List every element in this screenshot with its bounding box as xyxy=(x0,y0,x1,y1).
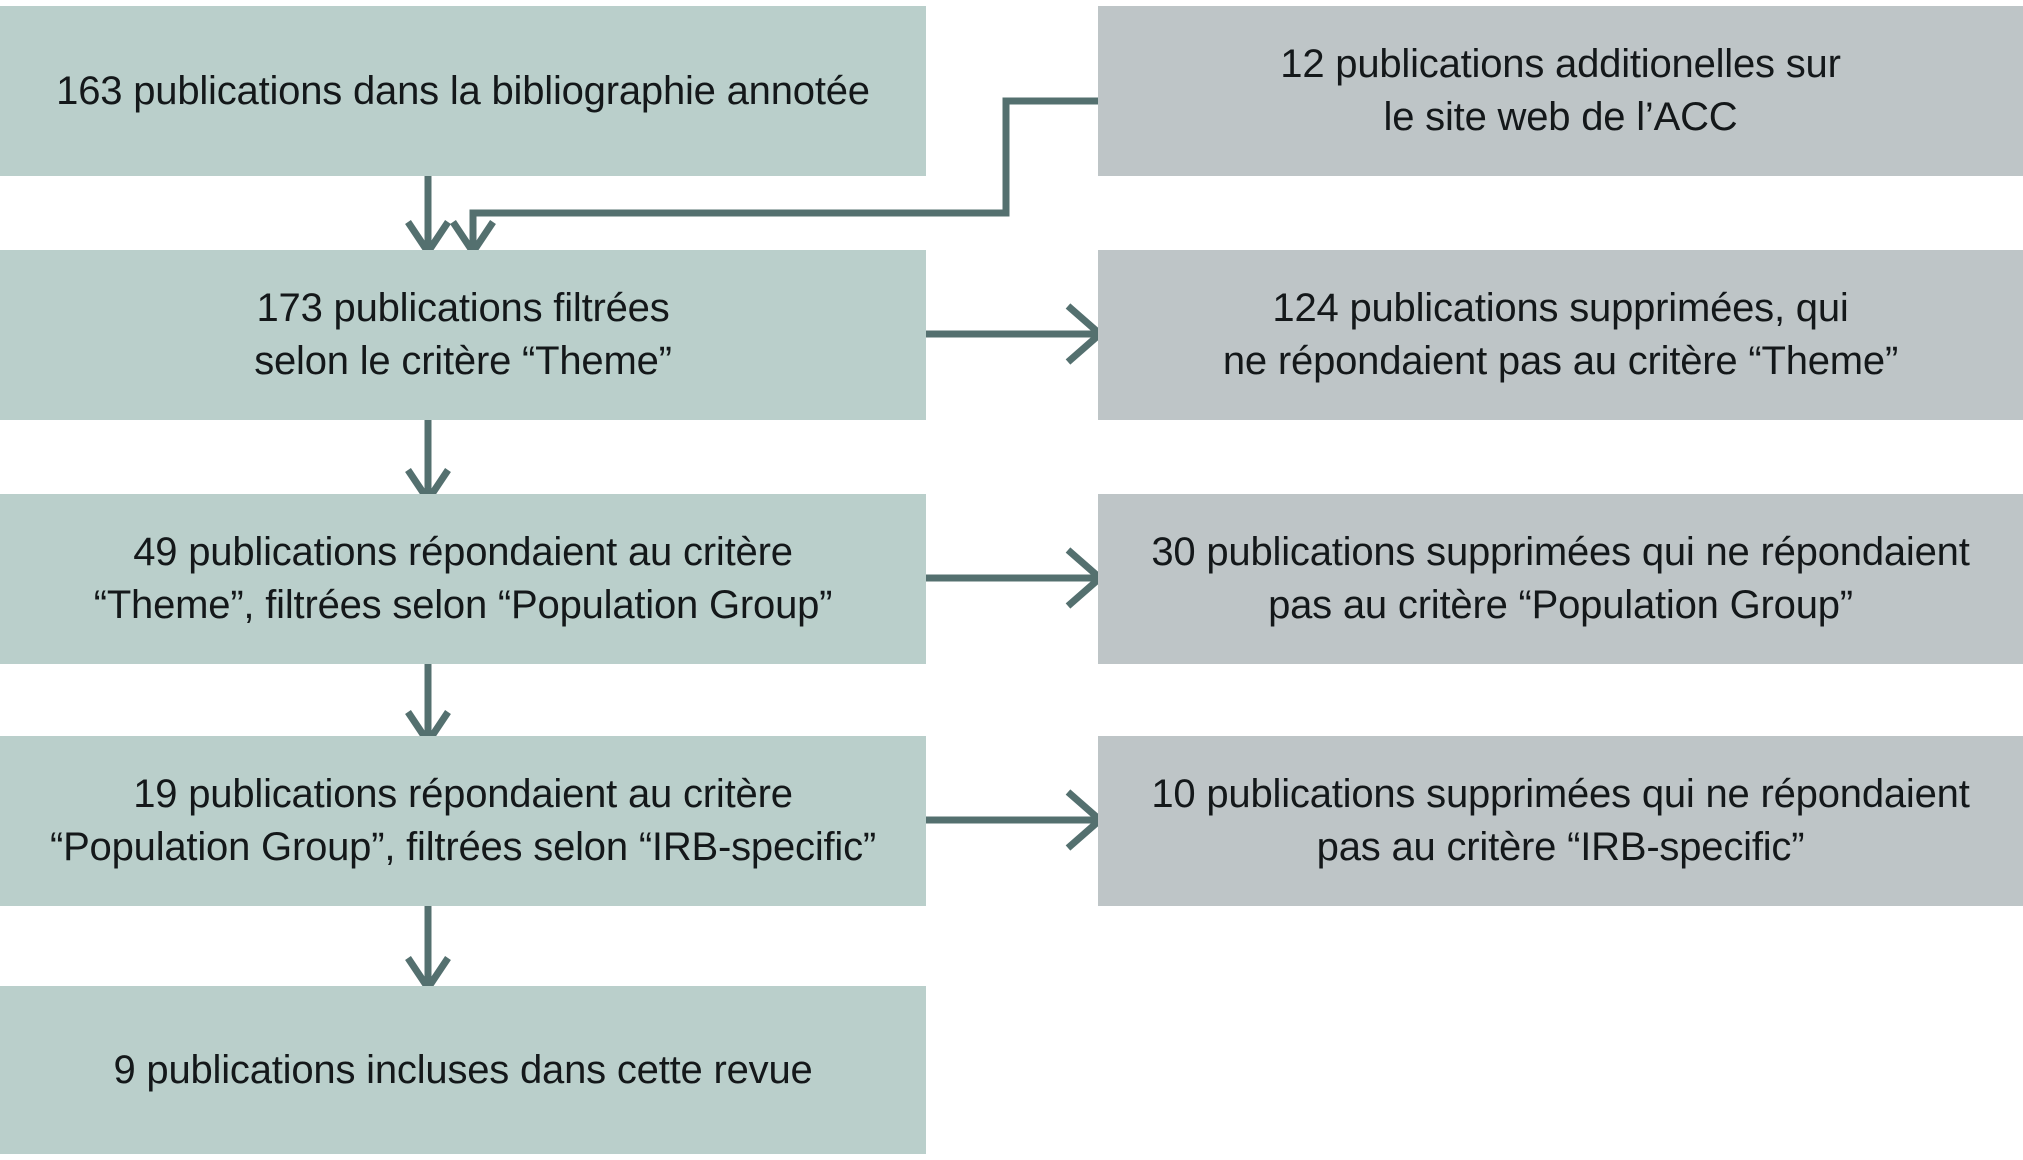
node-met-theme-text: 49 publications répondaient au critère “… xyxy=(18,526,908,632)
node-acc-website-line2: le site web de l’ACC xyxy=(1383,95,1738,139)
node-excluded-population-group-text: 30 publications supprimées qui ne répond… xyxy=(1116,526,2005,632)
node-filtered-theme-text: 173 publications filtrées selon le critè… xyxy=(18,282,908,388)
node-annotated-bibliography[interactable]: 163 publications dans la bibliographie a… xyxy=(0,6,926,176)
node-acc-website-line1: 12 publications additionelles sur xyxy=(1280,42,1841,87)
node-excluded-theme-line1: 124 publications supprimées, qui xyxy=(1272,286,1849,331)
node-filtered-theme-line2: selon le critère “Theme” xyxy=(254,339,672,383)
arrow-bibliography-to-filtered xyxy=(405,168,451,259)
arrow-met-pg-to-excluded-irb xyxy=(912,789,1106,851)
node-excluded-irb-line1: 10 publications supprimées qui ne répond… xyxy=(1151,772,1970,817)
node-included-publications-line1: 9 publications incluses dans cette revue xyxy=(113,1047,813,1092)
node-filtered-theme[interactable]: 173 publications filtrées selon le critè… xyxy=(0,250,926,420)
arrow-met-theme-to-met-pg xyxy=(405,662,451,749)
node-met-theme[interactable]: 49 publications répondaient au critère “… xyxy=(0,494,926,664)
node-excluded-irb[interactable]: 10 publications supprimées qui ne répond… xyxy=(1098,736,2023,906)
node-excluded-population-group-line2: pas au critère “Population Group” xyxy=(1268,583,1853,627)
node-met-population-group[interactable]: 19 publications répondaient au critère “… xyxy=(0,736,926,906)
node-met-population-group-line2: “Population Group”, filtrées selon “IRB-… xyxy=(49,825,877,869)
node-excluded-irb-line2: pas au critère “IRB-specific” xyxy=(1316,825,1805,869)
arrow-met-theme-to-excluded-pg xyxy=(912,547,1106,609)
node-excluded-theme[interactable]: 124 publications supprimées, qui ne répo… xyxy=(1098,250,2023,420)
node-met-theme-line2: “Theme”, filtrées selon “Population Grou… xyxy=(93,583,833,627)
arrow-met-pg-to-included xyxy=(405,904,451,995)
node-annotated-bibliography-line1: 163 publications dans la bibliographie a… xyxy=(56,68,870,113)
node-met-population-group-line1: 19 publications répondaient au critère xyxy=(133,772,793,817)
node-included-publications[interactable]: 9 publications incluses dans cette revue xyxy=(0,986,926,1154)
arrow-filtered-to-excluded-theme xyxy=(912,303,1106,365)
node-filtered-theme-line1: 173 publications filtrées xyxy=(256,286,670,331)
arrow-filtered-to-met-theme xyxy=(405,420,451,507)
node-met-population-group-text: 19 publications répondaient au critère “… xyxy=(18,768,908,874)
node-met-theme-line1: 49 publications répondaient au critère xyxy=(133,530,793,575)
node-acc-website-text: 12 publications additionelles sur le sit… xyxy=(1116,38,2005,144)
node-excluded-theme-text: 124 publications supprimées, qui ne répo… xyxy=(1116,282,2005,388)
node-excluded-theme-line2: ne répondaient pas au critère “Theme” xyxy=(1222,339,1899,383)
node-excluded-irb-text: 10 publications supprimées qui ne répond… xyxy=(1116,768,2005,874)
node-excluded-population-group[interactable]: 30 publications supprimées qui ne répond… xyxy=(1098,494,2023,664)
node-acc-website[interactable]: 12 publications additionelles sur le sit… xyxy=(1098,6,2023,176)
node-excluded-population-group-line1: 30 publications supprimées qui ne répond… xyxy=(1151,530,1970,575)
